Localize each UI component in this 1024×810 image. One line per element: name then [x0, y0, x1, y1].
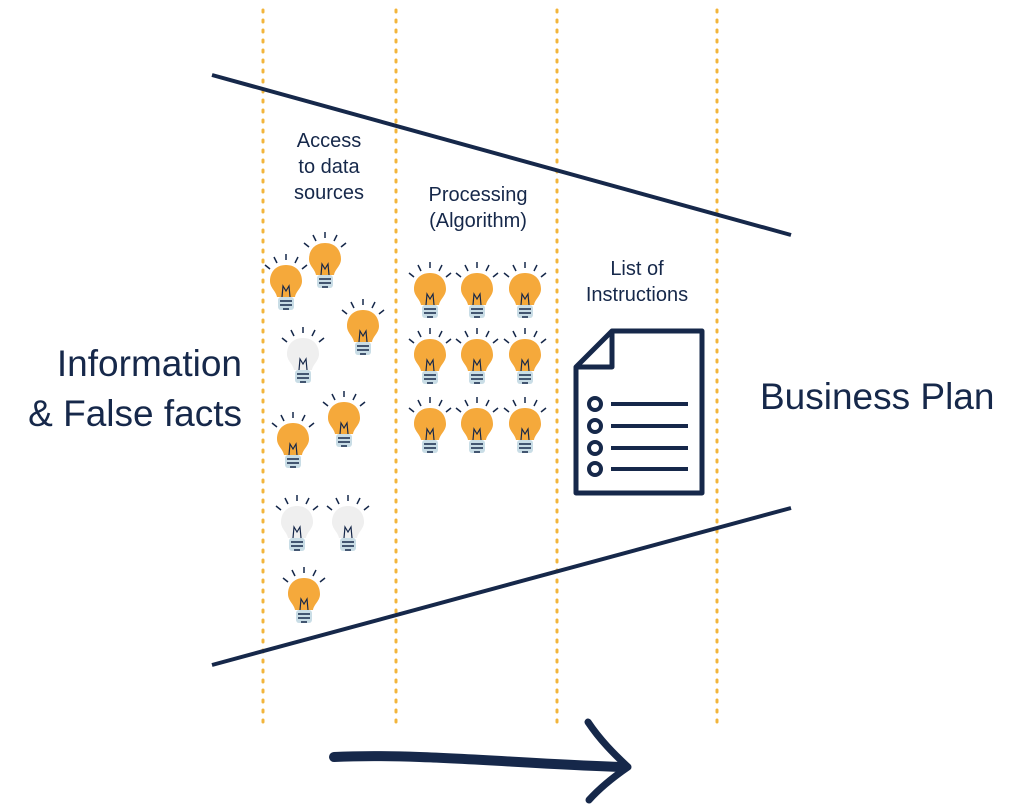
output-label: Business Plan	[760, 372, 1024, 422]
lightbulb-icon	[503, 261, 547, 319]
lightbulb-icon	[503, 396, 547, 454]
stage-3-label: List of Instructions	[562, 256, 712, 308]
input-label-line-1: Information	[56, 343, 242, 384]
lightbulb-icon	[282, 566, 326, 624]
lightbulb-icon	[503, 327, 547, 385]
arrow-right-icon	[329, 718, 632, 804]
input-label: Information & False facts	[28, 339, 242, 439]
stage-2-label: Processing (Algorithm)	[403, 182, 553, 234]
stage-3-label-line-2: Instructions	[585, 284, 689, 306]
stage-dividers	[261, 8, 719, 730]
stage-3-label-line-1: List of	[610, 258, 664, 280]
funnel-top-line	[211, 73, 792, 237]
stage-1-label-line-3: sources	[293, 182, 365, 204]
data-sources-bulbs	[264, 231, 385, 624]
document-list-icon	[573, 328, 705, 496]
lightbulb-icon	[408, 327, 452, 385]
lightbulb-icon	[322, 390, 366, 448]
stage-1-label-line-1: Access	[296, 130, 362, 152]
stage-1-label: Access to data sources	[269, 128, 389, 206]
output-label-text: Business Plan	[760, 376, 995, 417]
funnel-bottom-line	[211, 506, 792, 667]
stage-1-label-line-2: to data	[298, 156, 360, 178]
processing-bulbs	[408, 261, 547, 454]
lightbulb-icon	[264, 253, 308, 311]
lightbulb-icon	[281, 326, 325, 384]
lightbulb-icon	[326, 494, 370, 552]
lightbulb-icon	[455, 261, 499, 319]
lightbulb-icon	[341, 298, 385, 356]
lightbulb-icon	[275, 494, 319, 552]
lightbulb-icon	[455, 396, 499, 454]
stage-2-label-line-2: (Algorithm)	[429, 210, 527, 232]
input-label-line-2: & False facts	[28, 392, 242, 434]
stage-2-label-line-1: Processing	[428, 184, 528, 206]
lightbulb-icon	[408, 261, 452, 319]
lightbulb-icon	[303, 231, 347, 289]
lightbulb-icon	[408, 396, 452, 454]
lightbulb-icon	[455, 327, 499, 385]
lightbulb-icon	[271, 411, 315, 469]
